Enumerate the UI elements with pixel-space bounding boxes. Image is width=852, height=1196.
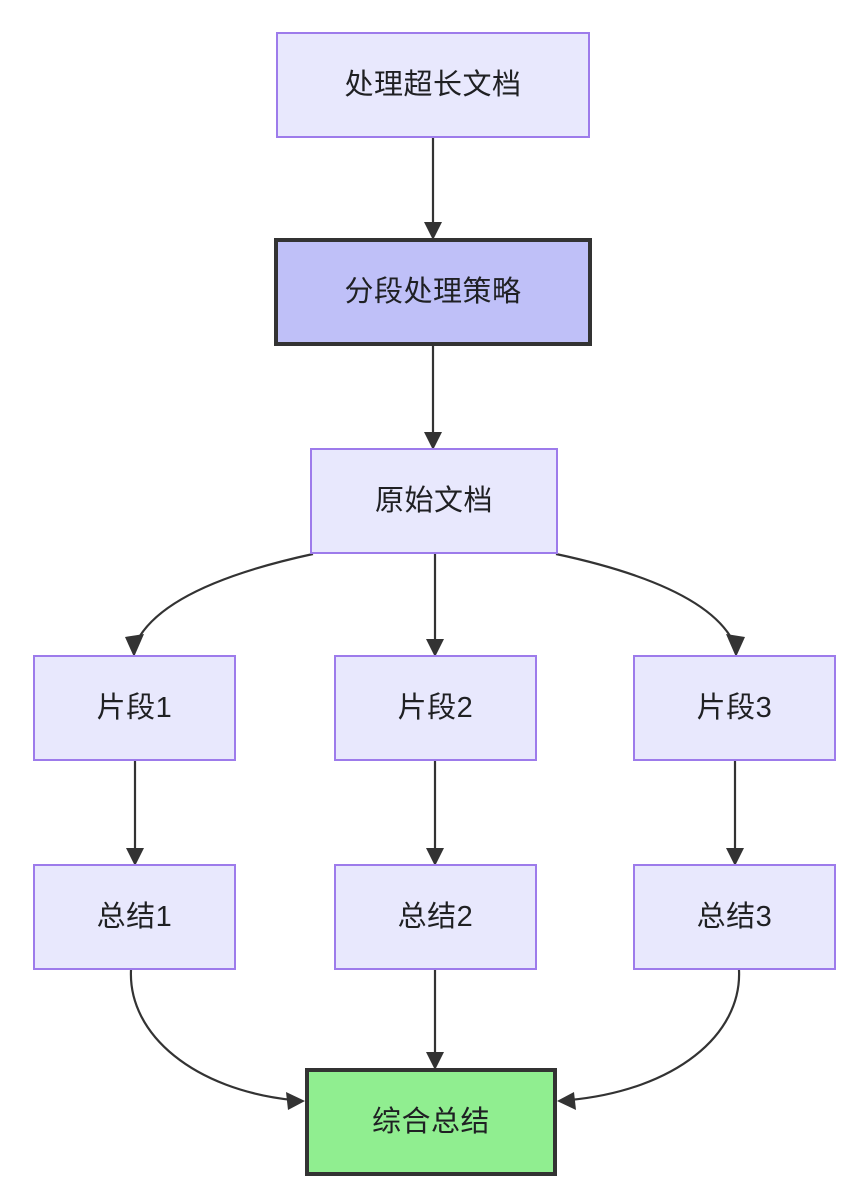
node-label: 综合总结 (371, 1105, 490, 1138)
node-label: 处理超长文档 (344, 68, 522, 101)
node-chunk-2[interactable]: 片段2 (334, 655, 537, 761)
node-chunk-3[interactable]: 片段3 (633, 655, 836, 761)
node-chunk-1[interactable]: 片段1 (33, 655, 236, 761)
node-label: 片段1 (96, 691, 173, 724)
node-summary-2[interactable]: 总结2 (334, 864, 537, 970)
node-label: 总结3 (696, 900, 773, 933)
node-label: 分段处理策略 (344, 275, 522, 308)
edge-summary1-to-final (129, 969, 305, 1110)
edge-source-to-chunk2 (426, 554, 444, 657)
node-process-long-document[interactable]: 处理超长文档 (276, 32, 590, 138)
edge-chunk3-to-summary3 (726, 761, 744, 866)
edge-strategy-to-source (424, 346, 442, 450)
node-summary-3[interactable]: 总结3 (633, 864, 836, 970)
node-label: 片段3 (696, 691, 773, 724)
node-label: 总结1 (96, 900, 173, 933)
edge-doc-to-strategy (424, 138, 442, 240)
edge-chunk2-to-summary2 (426, 761, 444, 866)
edge-source-to-chunk1 (125, 552, 314, 657)
edge-summary3-to-final (557, 969, 741, 1110)
node-label: 总结2 (397, 900, 474, 933)
node-summary-1[interactable]: 总结1 (33, 864, 236, 970)
node-source-document[interactable]: 原始文档 (310, 448, 558, 554)
edge-chunk1-to-summary1 (126, 761, 144, 866)
node-segmented-processing-strategy[interactable]: 分段处理策略 (274, 238, 592, 346)
edge-summary2-to-final (426, 970, 444, 1070)
node-comprehensive-summary[interactable]: 综合总结 (305, 1068, 557, 1176)
edge-source-to-chunk3 (555, 552, 745, 657)
node-label: 片段2 (397, 691, 474, 724)
node-label: 原始文档 (374, 484, 493, 517)
